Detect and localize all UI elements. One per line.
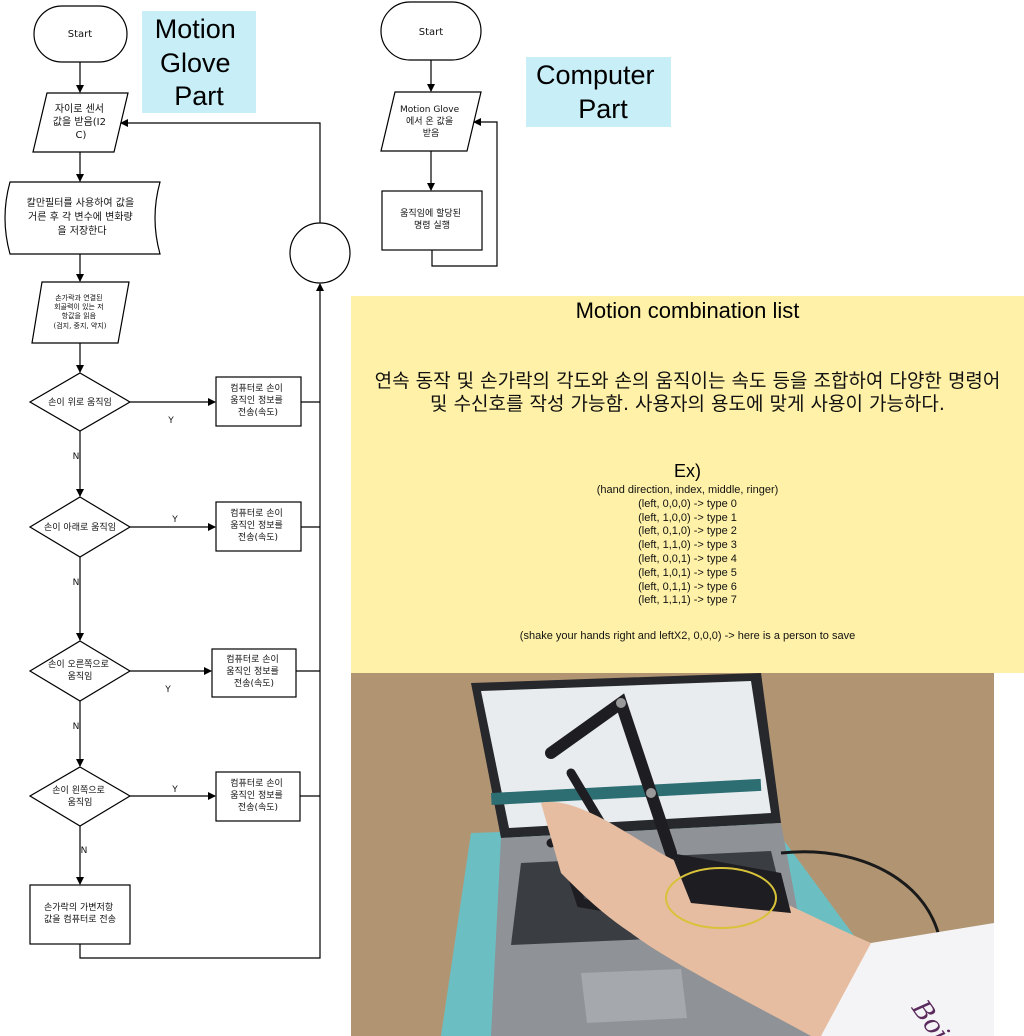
yes-label: Y [167, 416, 174, 426]
read-gyro-step [32, 92, 129, 153]
finger-resistance-label: 손가락과 연결된 회골력이 있는 저 항값을 읽음 (검지, 중지, 약지) [53, 293, 106, 330]
yes-label: Y [171, 515, 178, 525]
computer-title-highlight [526, 57, 671, 127]
list-item: (left, 1,0,1) -> type 5 [638, 566, 737, 579]
decision-hand-right-label: 손이 오른쪽으로 움직임 [48, 659, 112, 682]
list-item: (left, 0,0,1) -> type 4 [638, 552, 737, 565]
decision-hand-left [28, 766, 132, 827]
decision-hand-down-label: 손이 아래로 움직임 [44, 521, 116, 533]
no-label: N [73, 452, 80, 462]
execute-command-label: 움직임에 할당된 명령 실행 [400, 207, 464, 231]
list-item: (left, 0,1,1) -> type 6 [638, 580, 737, 593]
list-item: (left, 1,0,0) -> type 1 [638, 511, 737, 524]
motion-glove-title: Motion Glove Part [155, 14, 244, 111]
computer-title: Computer Part [536, 60, 662, 124]
send-motion-down-step [215, 501, 302, 552]
loop-connector [289, 222, 351, 284]
rescue-signal-example: (shake your hands right and leftX2, 0,0,… [519, 630, 856, 642]
read-gyro-label: 자이로 센서 값을 받음(I2 C) [53, 103, 109, 141]
yes-label: Y [171, 785, 178, 795]
send-motion-left-step [215, 771, 301, 822]
example-title: Ex) [674, 461, 701, 481]
send-motion-left-label: 컴퓨터로 손이 움직인 정보를 전송(속도) [230, 777, 285, 813]
computer-start-label: Start [419, 27, 444, 38]
glove-back-plate [671, 853, 791, 913]
execute-command-step [381, 190, 483, 251]
motion-combination-title: Motion combination list [575, 298, 800, 323]
list-item: (left, 0,0,0) -> type 0 [638, 497, 737, 510]
motion-combination-panel: Motion combination list 연속 동작 및 손가락의 각도와… [351, 296, 1024, 673]
shirt-sleeve [821, 923, 994, 1036]
list-item: (left, 0,1,0) -> type 2 [638, 525, 737, 538]
send-finger-values-step [29, 884, 131, 945]
combination-list: (hand direction, index, middle, ringer) … [351, 484, 1024, 608]
glove-start-label: Start [68, 29, 93, 40]
no-label: N [81, 846, 88, 856]
photo-illustration: Boin [351, 673, 994, 1036]
kalman-filter-step [4, 181, 161, 255]
no-label: N [73, 722, 80, 732]
kalman-filter-label: 칼만필터를 사용하여 값을 거른 후 각 변수에 변화량 을 저장한다 [27, 196, 138, 237]
decision-hand-up-label: 손이 위로 움직임 [48, 396, 112, 408]
decision-hand-right [28, 640, 132, 702]
send-motion-up-label: 컴퓨터로 손이 움직인 정보를 전송(속도) [230, 382, 285, 418]
send-motion-right-label: 컴퓨터로 손이 움직인 정보를 전송(속도) [226, 653, 281, 689]
receive-values-label: Motion Glove 에서 온 값을 받음 [400, 105, 462, 139]
send-finger-values-label: 손가락의 가변저항 값을 컴퓨터로 전송 [44, 901, 116, 925]
list-item: (left, 1,1,0) -> type 3 [638, 539, 737, 552]
list-item: (left, 1,1,1) -> type 7 [638, 594, 737, 607]
list-item: (hand direction, index, middle, ringer) [596, 484, 779, 496]
send-motion-down-label: 컴퓨터로 손이 움직인 정보를 전송(속도) [230, 507, 285, 543]
motion-combination-description: 연속 동작 및 손가락의 각도와 손의 움직이는 속도 등을 조합하여 다양한 … [374, 370, 1001, 415]
decision-hand-left-label: 손이 왼쪽으로 움직임 [52, 785, 107, 808]
receive-values-step [380, 91, 482, 152]
motion-glove-title-highlight [142, 11, 256, 113]
no-label: N [73, 578, 80, 588]
send-motion-up-step [215, 376, 302, 427]
glove-prototype-photo: Boin [351, 673, 994, 1036]
yes-label: Y [164, 685, 171, 695]
finger-resistance-step [31, 281, 130, 344]
send-motion-right-step [211, 648, 297, 698]
